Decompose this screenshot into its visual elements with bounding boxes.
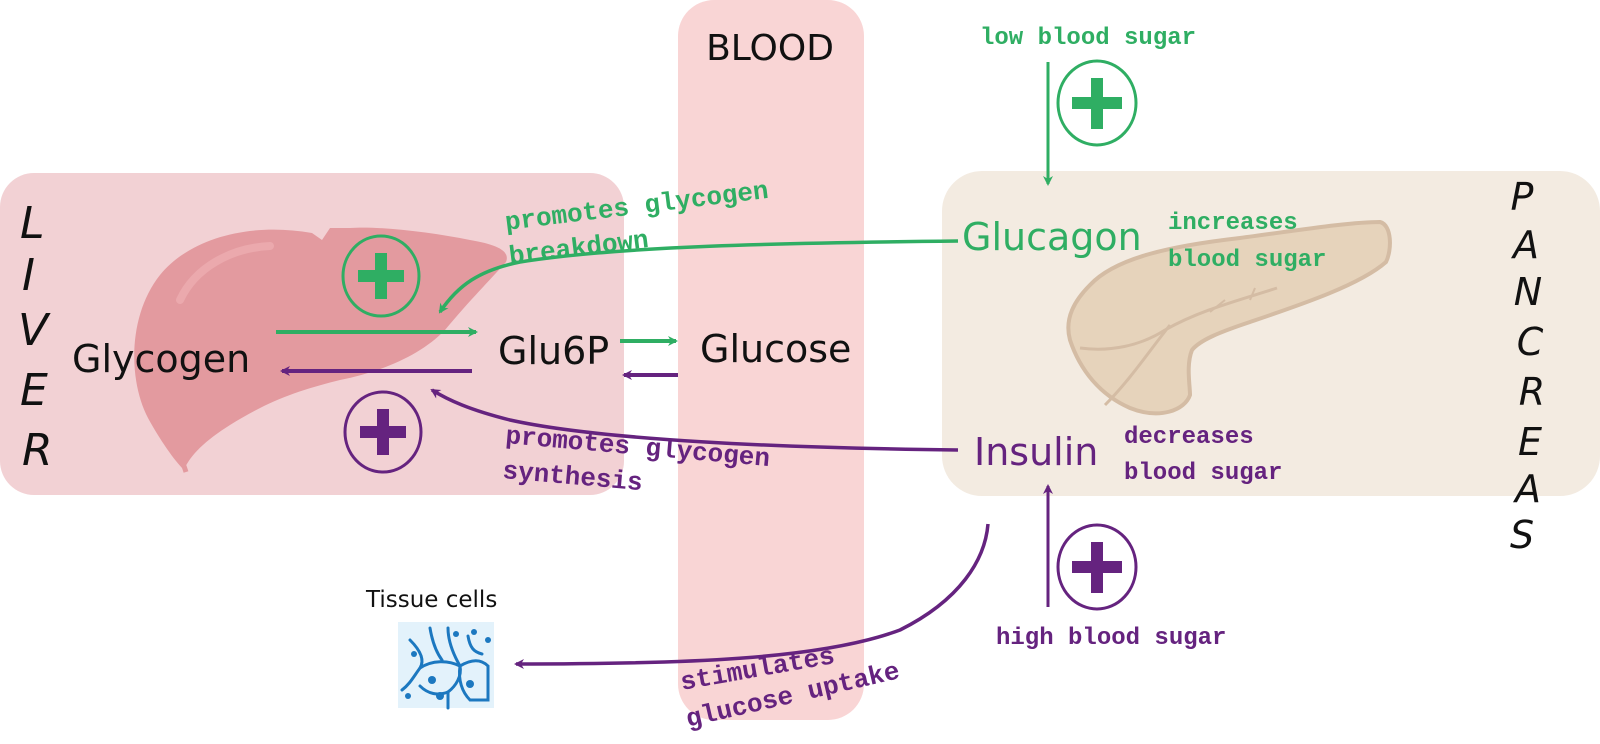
glucagon-effect-line-1: increases: [1168, 210, 1298, 237]
insulin-to-tissue-arrow: [514, 523, 990, 669]
glucagon-effect-line-2: blood sugar: [1168, 247, 1326, 274]
liver-letter: I: [22, 250, 35, 301]
tissue-cells-label: Tissue cells: [365, 587, 497, 613]
liver-letter: L: [20, 198, 45, 249]
liver-letter: E: [20, 365, 48, 416]
pancreas-letter: P: [1511, 175, 1534, 219]
liver-organ-icon: [134, 227, 507, 473]
glucagon-effect: increases blood sugar: [1168, 210, 1326, 274]
glu6p-label: Glu6P: [498, 329, 609, 373]
liver-insulin-plus-icon: [343, 390, 423, 474]
glucagon-to-liver-arrow: [438, 239, 959, 314]
pancreas-letter: C: [1517, 320, 1544, 364]
pancreas-label: P A N C R E A S: [1510, 175, 1545, 557]
blood-label: BLOOD: [706, 28, 834, 69]
pancreas-organ-icon: [1066, 219, 1392, 416]
pancreas-letter: A: [1512, 467, 1541, 511]
glycogen-label: Glycogen: [72, 337, 250, 381]
insulin-stimulus-plus-icon: [1056, 523, 1138, 611]
pancreas-letter: E: [1518, 420, 1542, 464]
insulin-to-liver-arrow: [430, 388, 959, 452]
liver-letter: V: [18, 305, 51, 356]
high-blood-sugar-label: high blood sugar: [996, 625, 1226, 652]
pancreas-letter: S: [1510, 513, 1534, 557]
insulin-effect-line-2: blood sugar: [1124, 460, 1282, 487]
liver-glucagon-plus-icon: [341, 234, 421, 318]
low-blood-sugar-label: low blood sugar: [980, 25, 1196, 52]
pancreas-letter: N: [1514, 270, 1542, 314]
glucose-label: Glucose: [700, 327, 851, 371]
pancreas-letter: A: [1510, 223, 1539, 267]
insulin-label: Insulin: [974, 430, 1098, 474]
insulin-effect-line-1: decreases: [1124, 424, 1254, 451]
blood-region: [678, 0, 864, 720]
pancreas-letter: R: [1519, 370, 1545, 414]
insulin-effect: decreases blood sugar: [1124, 424, 1282, 487]
liver-label: L I V E R: [18, 198, 53, 476]
tissue-cells-icon: [398, 622, 494, 710]
glucagon-stimulus-plus-icon: [1056, 59, 1138, 147]
glucagon-label: Glucagon: [962, 215, 1142, 259]
liver-letter: R: [22, 425, 53, 476]
pancreas-region: [942, 171, 1600, 496]
